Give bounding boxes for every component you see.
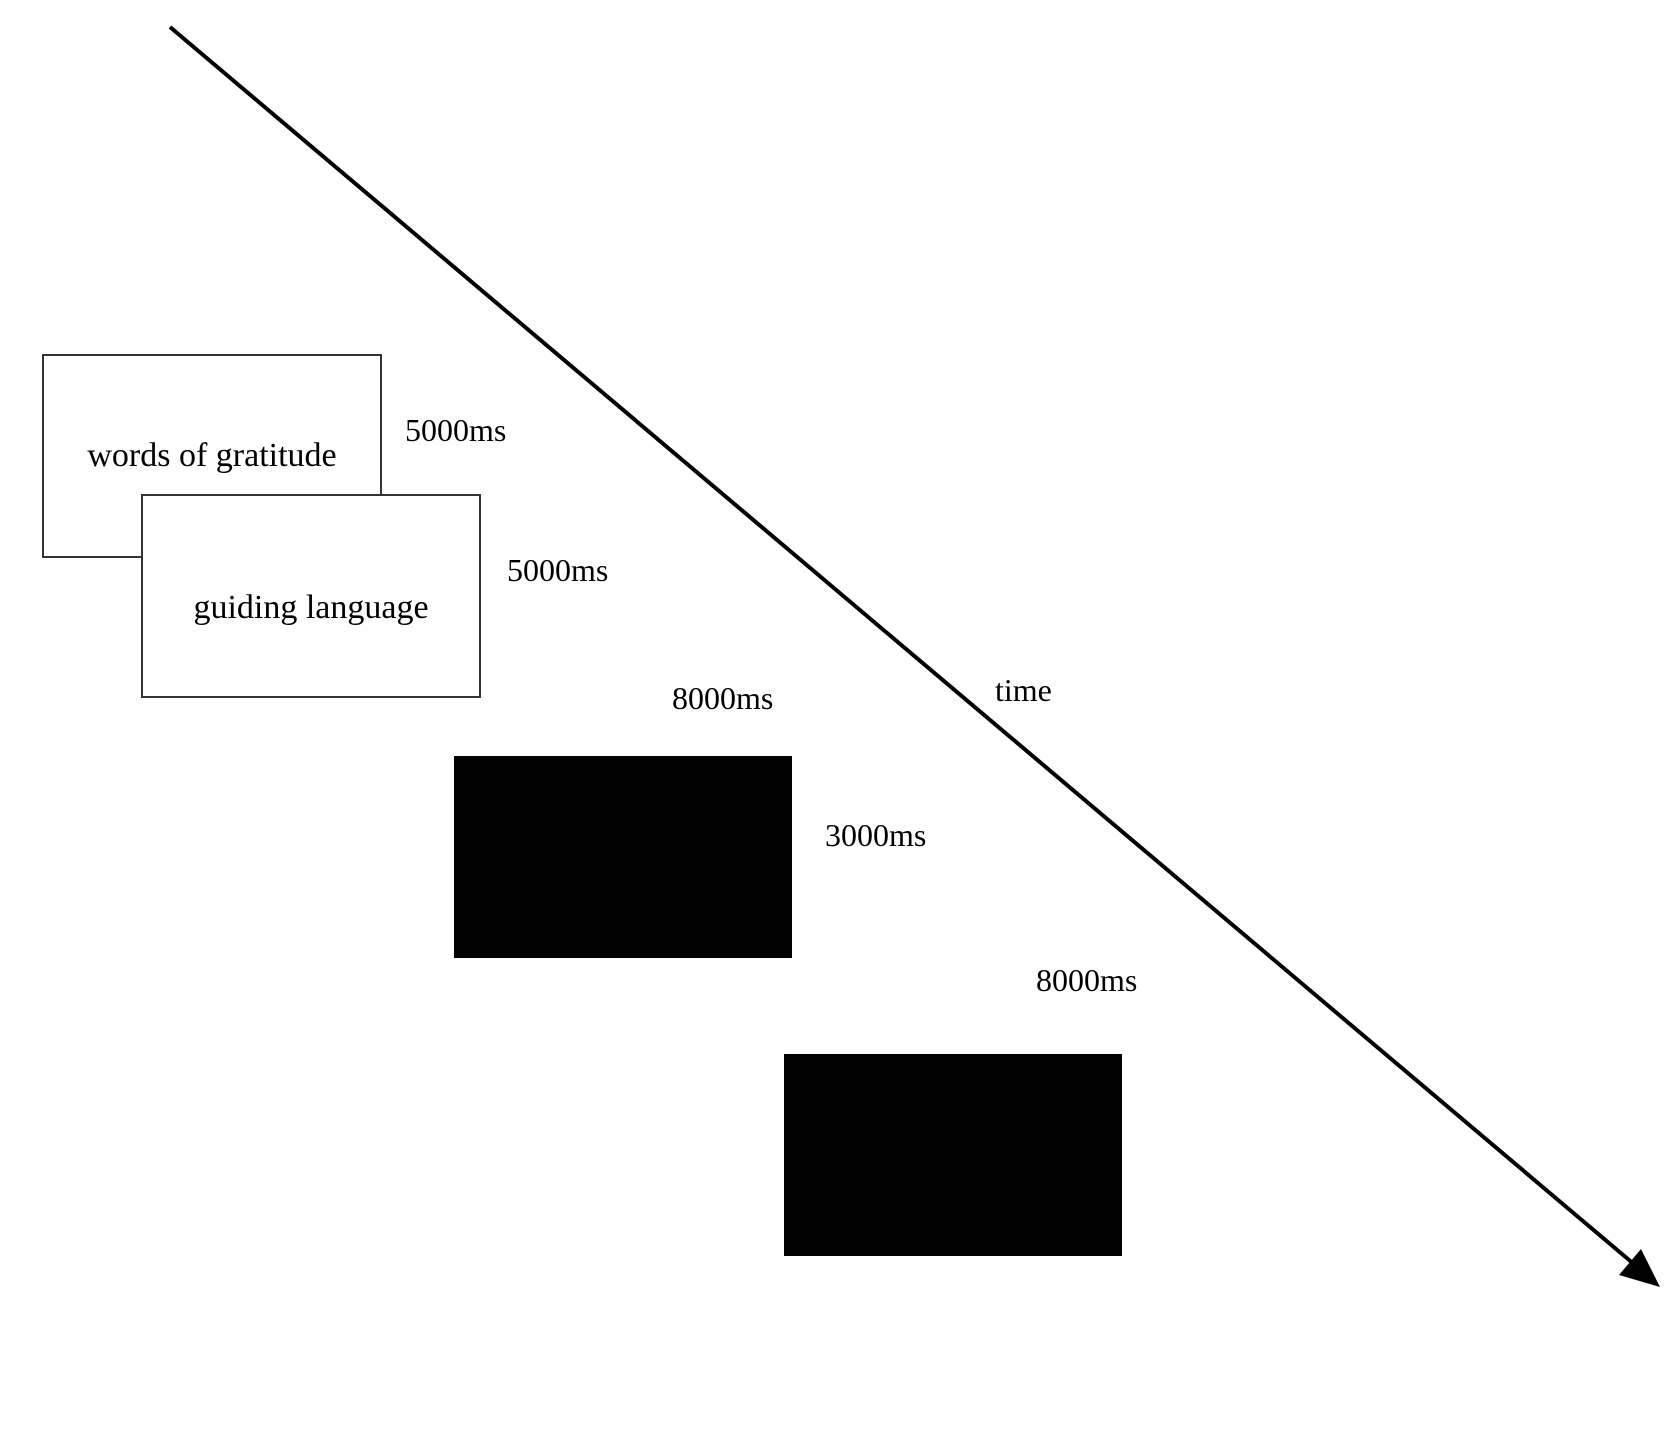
guiding-text: guiding language (193, 589, 429, 626)
guiding-frame: guiding language (141, 494, 481, 698)
images-1-duration: 8000ms (672, 680, 774, 716)
gratitude-duration: 5000ms (405, 412, 507, 448)
time-arrow-line (168, 25, 1637, 1267)
images-2-duration: 8000ms (1036, 962, 1138, 998)
blank-1-duration: 3000ms (825, 817, 927, 853)
guiding-duration: 5000ms (507, 552, 609, 588)
gratitude-text: words of gratitude (87, 437, 337, 474)
blank-screen-1 (454, 756, 792, 958)
time-arrow-head (1619, 1249, 1660, 1287)
blank-screen-2 (784, 1054, 1122, 1256)
time-label: time (995, 672, 1052, 708)
